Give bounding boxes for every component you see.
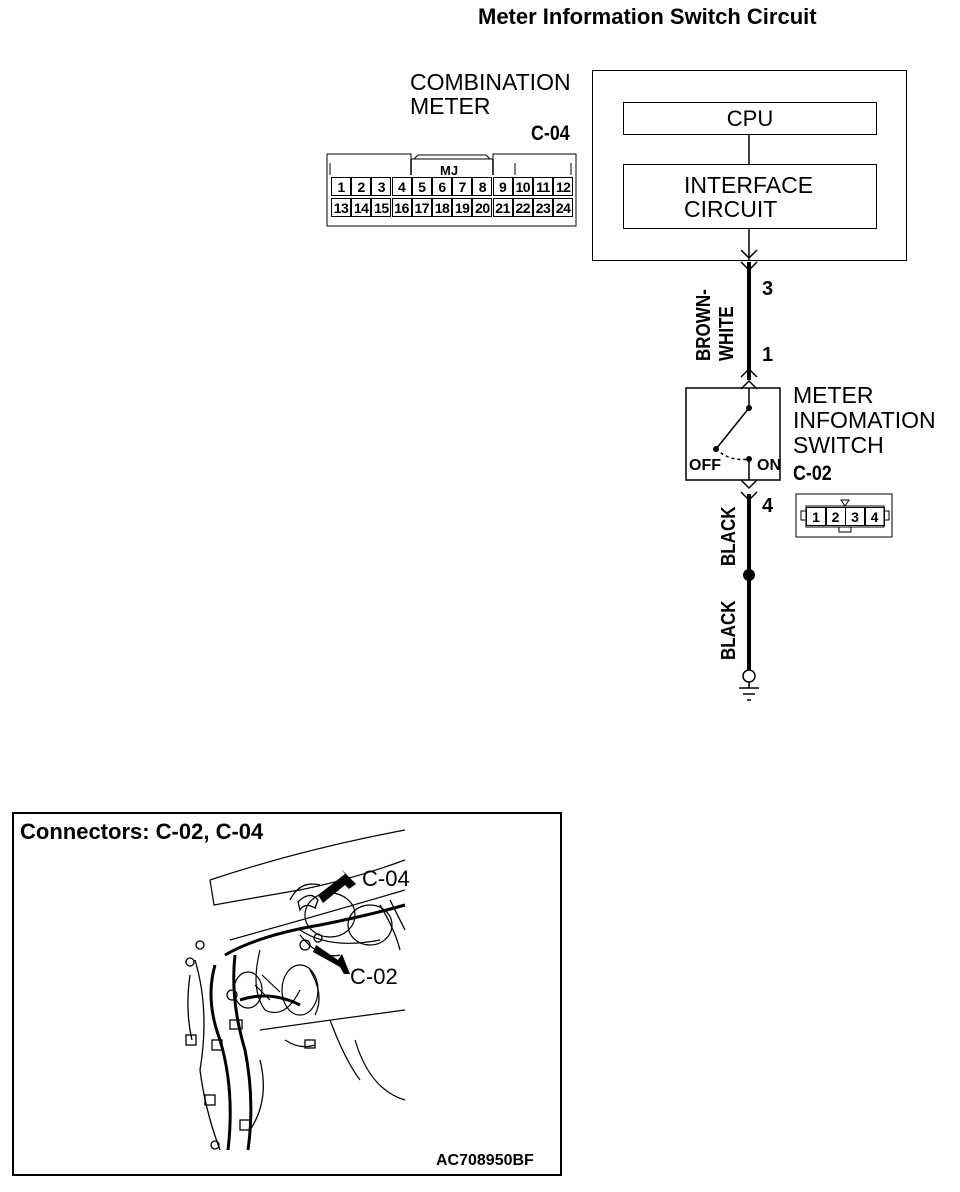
c04-pin-cell: 11 <box>533 177 553 196</box>
inset-title: Connectors: C-02, C-04 <box>20 819 264 844</box>
c04-pin-cell: 21 <box>492 198 513 217</box>
callout-c02-label: C-02 <box>350 964 398 989</box>
c04-pin-cell: 12 <box>553 177 574 196</box>
cpu-label: CPU <box>726 106 774 131</box>
interface-circuit-block: INTERFACE CIRCUIT <box>623 164 877 229</box>
c04-pin-cell: 24 <box>553 198 574 217</box>
c04-pin-cell: 4 <box>391 177 412 196</box>
combination-meter-box <box>592 70 907 261</box>
c04-pin-cell: 17 <box>411 198 432 217</box>
c04-pin-cell: 19 <box>452 198 473 217</box>
c04-pin-cell: 6 <box>432 177 452 196</box>
c04-connector-id: C-04 <box>531 122 570 145</box>
pin-switch-1: 1 <box>762 344 774 366</box>
c04-connector-outline <box>326 153 577 227</box>
c02-connector-id: C-02 <box>793 462 832 485</box>
c04-pin-cell: 16 <box>391 198 412 217</box>
combination-meter-label-line1: COMBINATION <box>410 69 571 95</box>
callout-c04-label: C-04 <box>362 866 410 891</box>
c04-pin-cell: 1 <box>331 177 351 196</box>
switch-on-label: ON <box>757 457 781 474</box>
c04-pin-cell: 18 <box>432 198 452 217</box>
switch-off-label: OFF <box>689 457 721 474</box>
meter-information-switch-label: METER INFOMATION SWITCH <box>793 383 936 458</box>
interface-line2: CIRCUIT <box>684 196 778 222</box>
interface-circuit-label: INTERFACE CIRCUIT <box>624 165 876 221</box>
c04-pin-cell: 15 <box>371 198 392 217</box>
c04-connector-tag: MJ <box>440 163 459 178</box>
pin-meter-3: 3 <box>762 278 774 300</box>
switch-label-line1: METER <box>793 382 874 408</box>
combination-meter-label-line2: METER <box>410 93 491 119</box>
switch-label-line3: SWITCH <box>793 432 884 458</box>
figure-reference: AC708950BF <box>436 1152 534 1169</box>
diagram-title: Meter Information Switch Circuit <box>478 4 817 29</box>
connector-location-inset <box>12 812 562 1176</box>
interface-line1: INTERFACE <box>684 172 814 198</box>
c04-pin-cell: 23 <box>533 198 553 217</box>
c04-pin-cell: 10 <box>512 177 533 196</box>
c04-pin-cell: 7 <box>452 177 473 196</box>
combination-meter-label: COMBINATION METER <box>410 70 571 118</box>
switch-label-line2: INFOMATION <box>793 407 936 433</box>
c04-pin-cell: 20 <box>472 198 493 217</box>
c04-pin-cell: 14 <box>351 198 372 217</box>
c04-pin-cell: 13 <box>331 198 351 217</box>
cpu-block: CPU <box>623 102 877 135</box>
c02-pin-cell: 4 <box>864 507 885 526</box>
c04-pin-cell: 5 <box>411 177 432 196</box>
c04-pin-cell: 8 <box>472 177 493 196</box>
c04-pin-cell: 22 <box>512 198 533 217</box>
c04-pin-cell: 2 <box>351 177 372 196</box>
c04-pin-cell: 9 <box>492 177 513 196</box>
c04-pin-cell: 3 <box>371 177 392 196</box>
pin-switch-4: 4 <box>762 495 774 517</box>
